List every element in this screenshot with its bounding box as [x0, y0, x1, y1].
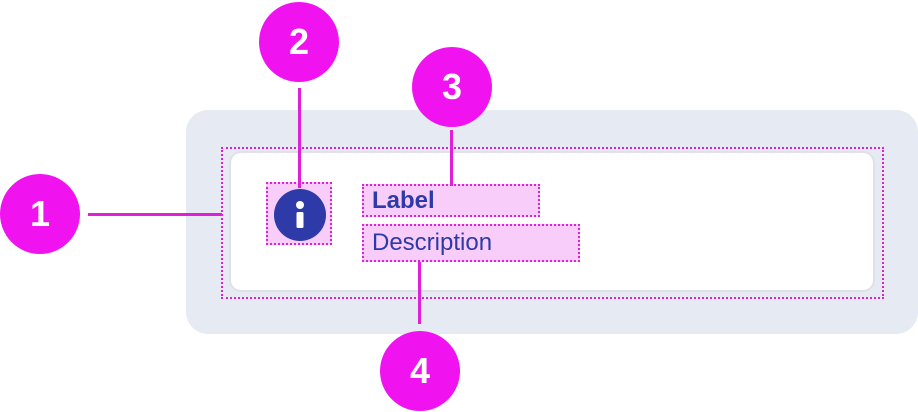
notification-card	[229, 151, 875, 292]
description-text: Description	[372, 229, 493, 256]
label-text: Label	[372, 187, 435, 214]
callout-line-1	[88, 213, 222, 216]
container-outline	[221, 147, 884, 299]
callout-badge-4: 4	[380, 331, 460, 411]
callout-line-4	[418, 262, 421, 324]
callout-badge-2: 2	[259, 2, 339, 82]
callout-badge-1: 1	[0, 174, 80, 254]
description-outline	[362, 224, 580, 262]
info-icon	[274, 189, 326, 241]
callout-badge-3: 3	[412, 47, 492, 127]
callout-line-2	[298, 88, 301, 188]
callout-line-3	[450, 130, 453, 186]
